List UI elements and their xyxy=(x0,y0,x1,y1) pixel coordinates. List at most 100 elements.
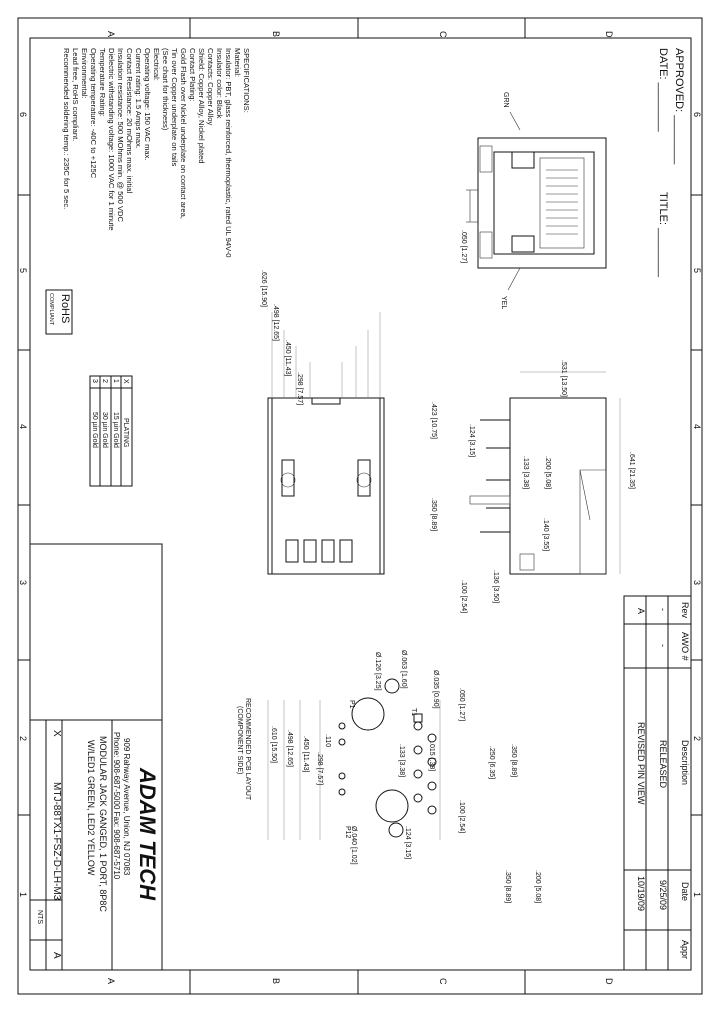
zone-number-right: 6 xyxy=(692,112,702,117)
pcb-t1: T1 xyxy=(410,708,417,716)
zone-letter-bottom: B xyxy=(271,978,281,984)
spec-line: Operating temperature: -40C to +125C xyxy=(89,48,98,179)
rev-header-appr: Appr xyxy=(680,940,690,959)
zone-number-left: 4 xyxy=(18,424,28,429)
pcb-d498: .498 [12.65] xyxy=(286,730,293,767)
dim-side-f: .350 [8.89] xyxy=(430,498,437,531)
company-phone: Phone: 908-687-5000 Fax: 908-687-5710 xyxy=(112,732,121,880)
date-label: DATE: ________ xyxy=(657,48,669,132)
title-scale: NTS xyxy=(36,910,43,924)
pcb-d133: .133 [3.38] xyxy=(398,744,405,777)
rev-row-2-rev: A xyxy=(636,608,646,614)
title-x: X xyxy=(51,730,62,737)
rev-row-1-desc: RELEASED xyxy=(658,740,668,789)
pcb-d040: Ø.040 [1.02] xyxy=(350,826,357,865)
spec-line: Contact Resistance: 20 mOhms max. initia… xyxy=(125,48,134,193)
pcb-d110: .110 xyxy=(324,734,331,747)
zone-number-left: 2 xyxy=(18,736,28,741)
zone-number-right: 2 xyxy=(692,736,702,741)
rev-header-awo: AWO # xyxy=(680,632,690,661)
pcb-layout xyxy=(267,678,441,840)
dim-side-b: .200 [5.08] xyxy=(544,456,551,489)
top-view xyxy=(267,312,385,575)
title-rev: A xyxy=(51,952,62,959)
plating-header-x: X xyxy=(122,379,129,384)
dim-side-e: .423 [10.75] xyxy=(430,402,437,439)
side-view xyxy=(469,371,621,575)
zone-number-left: 6 xyxy=(18,112,28,117)
dim-side-c: .133 [3.38] xyxy=(522,456,529,489)
dim-side-d: .140 [3.55] xyxy=(542,518,549,551)
plating-table xyxy=(89,375,133,487)
spec-line: Operating voltage: 150 VAC max. xyxy=(143,48,152,161)
pcb-d050: .050 [1.27] xyxy=(458,688,465,721)
pcb-d450: .450 [11.43] xyxy=(302,736,309,773)
pcb-d063: Ø.063 [1.60] xyxy=(400,650,407,689)
dim-top-w3: .450 [11.43] xyxy=(284,340,291,377)
zone-letter-top: D xyxy=(604,31,614,38)
plating-row-1-value: 15 µin Gold xyxy=(112,412,119,448)
spec-line: Contacts: Copper Alloy xyxy=(206,48,215,125)
dim-top-w1: .626 [15.90] xyxy=(260,270,267,307)
inner-border xyxy=(29,37,692,971)
spec-line: (See chart for thickness) xyxy=(161,48,170,131)
plating-row-1-x: 1 xyxy=(112,379,119,383)
dim-front-width: .531 [13.50] xyxy=(560,360,567,397)
pcb-d260: .250 [6.35] xyxy=(488,746,495,779)
pcb-d610: .610 [15.50] xyxy=(270,726,277,763)
zone-letter-top: C xyxy=(438,31,448,38)
zone-number-left: 5 xyxy=(18,268,28,273)
rev-row-2-desc: REVISED PIN VIEW xyxy=(636,722,646,805)
led-label-green: GRN xyxy=(502,92,509,108)
spec-line: Insulator color: Black xyxy=(215,48,224,119)
spec-line: Current rating: 1.5 Amps max. xyxy=(134,48,143,149)
zone-letter-top: A xyxy=(106,31,116,37)
approved-label: APPROVED: ________ xyxy=(673,48,685,165)
pcb-d124: .124 [3.15] xyxy=(404,826,411,859)
zone-number-left: 1 xyxy=(18,892,28,897)
plating-header-plating: PLATING xyxy=(122,418,129,447)
dim-side-h: .100 [2.54] xyxy=(460,580,467,613)
spec-line: Insulation resistance: 500 MOhms min. @ … xyxy=(116,48,125,223)
spec-line: Contact Plating: xyxy=(188,48,197,102)
rev-header-description: Description xyxy=(680,740,690,785)
zone-ticks xyxy=(18,18,702,994)
zone-letter-bottom: C xyxy=(438,978,448,985)
plating-row-3-value: 50 µin Gold xyxy=(91,412,98,448)
dim-side-a: .124 [3.15] xyxy=(468,424,475,457)
pcb-d350-b: .350 [8.89] xyxy=(504,870,511,903)
spec-line: Shield: Copper Alloy, Nickel plated xyxy=(197,48,206,164)
plating-row-2-value: 30 µin Gold xyxy=(101,412,108,448)
zone-letter-bottom: D xyxy=(604,978,614,985)
revision-table xyxy=(623,595,692,971)
title-label: TITLE: ________ xyxy=(657,192,669,278)
part-description-2: W/LED1 GREEN, LED2 YELLOW xyxy=(86,740,96,876)
outer-border xyxy=(17,17,703,995)
plating-row-2-x: 2 xyxy=(101,379,108,383)
spec-line: Environmental: xyxy=(80,48,89,99)
spec-line: Electrical: xyxy=(152,48,161,81)
zone-letter-top: B xyxy=(271,31,281,37)
part-description-1: MODULAR JACK GANGED, 1 PORT, 8P8C xyxy=(98,736,108,912)
dim-front-pitch: .050 [1.27] xyxy=(460,230,467,263)
rev-row-2-date: 10/19/09 xyxy=(636,876,646,911)
spec-line: Temperature Rating: xyxy=(98,48,107,117)
pcb-d100: .100 [2.54] xyxy=(458,800,465,833)
pcb-d298: .298 [7.57] xyxy=(316,752,323,785)
led-label-yellow: YEL xyxy=(500,296,507,309)
pcb-title: RECOMMENDED PCB LAYOUT xyxy=(244,698,251,801)
dim-top-w2: .498 [12.65] xyxy=(272,304,279,341)
title-block xyxy=(29,543,163,971)
pcb-d035: Ø.035 [0.90] xyxy=(432,670,439,709)
spec-heading: SPECIFICATIONS: xyxy=(242,48,251,113)
pcb-d200: .200 [5.08] xyxy=(534,870,541,903)
pcb-d126: Ø.126 [3.25] xyxy=(374,652,381,691)
front-view xyxy=(466,111,607,291)
rohs-badge: RoHS COMPLIANT xyxy=(45,289,73,335)
rohs-text: RoHS xyxy=(59,294,71,323)
dim-top-w4: .298 [7.57] xyxy=(296,372,303,405)
company-name: ADAM TECH xyxy=(135,767,160,901)
pcb-d350: .350 [8.89] xyxy=(510,744,517,777)
